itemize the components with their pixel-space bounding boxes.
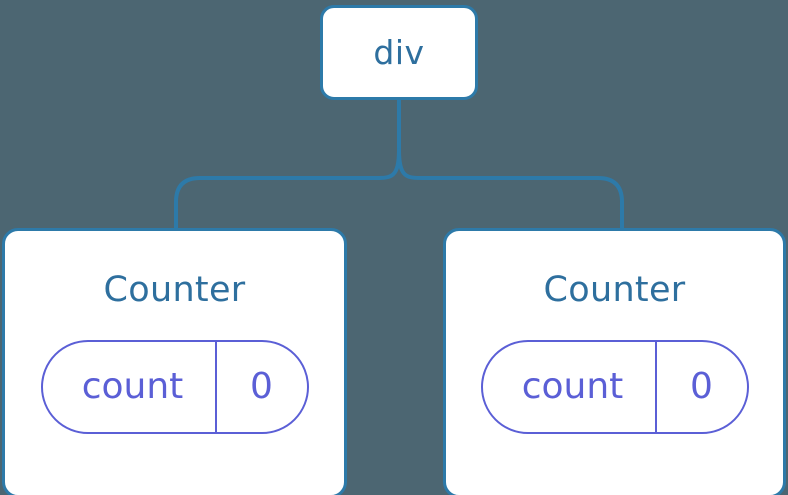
node-counter-left[interactable]: Counter count 0 xyxy=(2,228,347,495)
state-key-label-right: count xyxy=(521,366,624,407)
state-key-label-left: count xyxy=(81,366,184,407)
connector-branch-left xyxy=(174,148,401,230)
state-value-label-right: 0 xyxy=(654,342,747,432)
state-pill-right[interactable]: count 0 xyxy=(480,340,749,434)
node-counter-left-label: Counter xyxy=(103,270,246,310)
node-counter-right-label: Counter xyxy=(543,270,686,310)
state-value-label-left: 0 xyxy=(214,342,307,432)
node-counter-right[interactable]: Counter count 0 xyxy=(443,228,786,495)
connector-branch-right xyxy=(397,148,624,230)
node-div-label: div xyxy=(373,33,425,72)
state-pill-left[interactable]: count 0 xyxy=(40,340,309,434)
node-div[interactable]: div xyxy=(320,5,478,100)
